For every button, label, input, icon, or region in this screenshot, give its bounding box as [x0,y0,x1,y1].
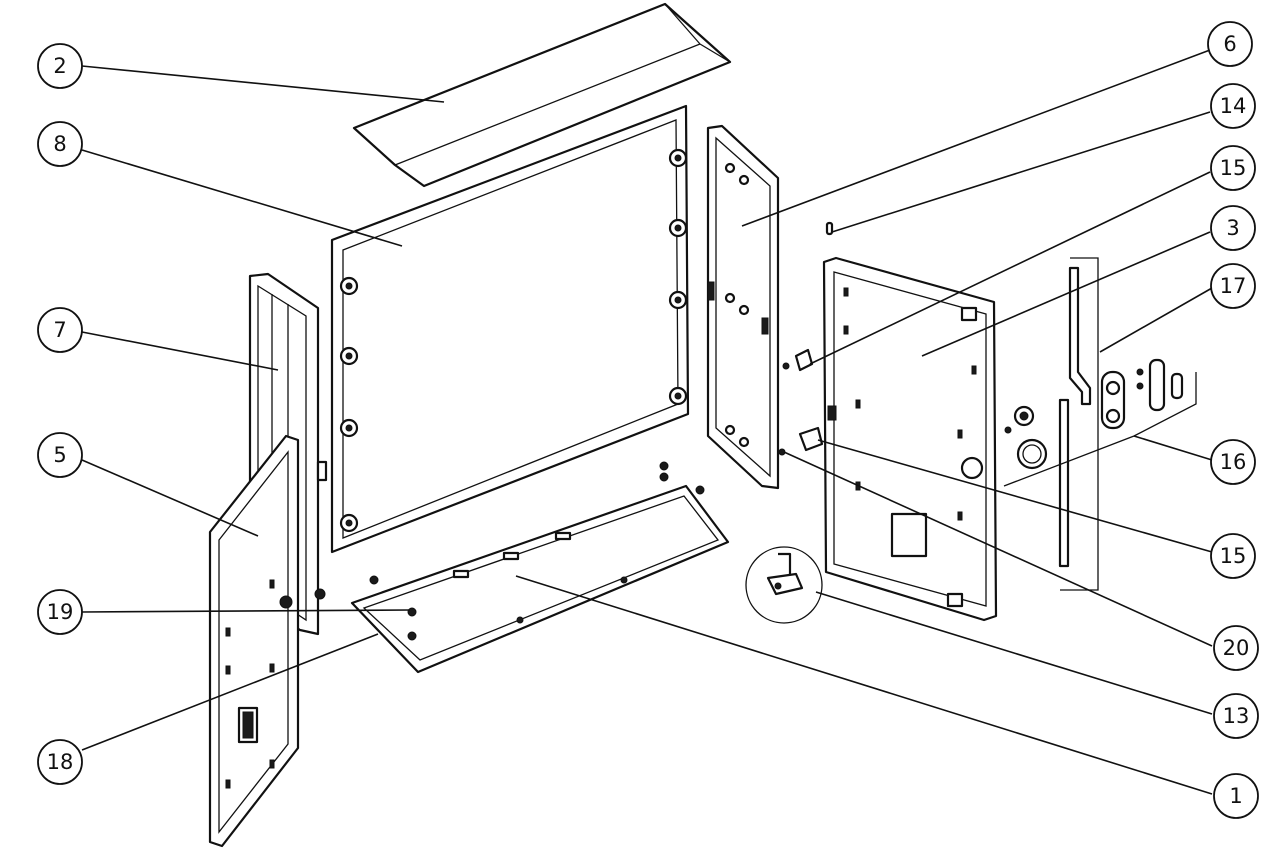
callout-20: 20 [1213,625,1259,671]
callout-5: 5 [37,432,83,478]
leader-lines [81,49,1213,795]
callout-1-label: 1 [1229,784,1242,808]
upper-clip-part [782,348,814,372]
callout-7: 7 [37,307,83,353]
callout-18: 18 [37,739,83,785]
callout-16: 16 [1210,439,1256,485]
hinge-detail-part [745,546,823,624]
door-slots [225,579,275,789]
callout-20-label: 20 [1223,636,1250,660]
callout-8: 8 [37,121,83,167]
callout-balloons: 2 8 7 5 19 18 6 14 15 3 17 16 15 20 13 1 [37,21,1259,819]
right-frame-knobs [724,162,750,448]
callout-13: 13 [1213,693,1259,739]
callout-13-label: 13 [1223,704,1250,728]
callout-14-label: 14 [1220,94,1247,118]
lock-components-group [1003,358,1197,487]
bumper-set [339,148,688,533]
lower-clip-part [798,426,824,452]
locking-rods-group [1058,257,1099,591]
callout-15-lower: 15 [1210,533,1256,579]
rear-panel-part [330,104,690,554]
callout-1: 1 [1213,773,1259,819]
right-door-part [822,256,998,622]
callout-18-label: 18 [47,750,74,774]
callout-19-label: 19 [47,600,74,624]
callout-15-upper-label: 15 [1220,156,1247,180]
callout-19: 19 [37,589,83,635]
callout-5-label: 5 [53,443,66,467]
callout-2: 2 [37,43,83,89]
callout-7-label: 7 [53,318,66,342]
callout-3: 3 [1210,205,1256,251]
callout-15-lower-label: 15 [1220,544,1247,568]
callout-17-label: 17 [1220,274,1247,298]
left-door-part [208,434,300,848]
callout-16-label: 16 [1220,450,1247,474]
roof-cap-part [352,2,732,188]
callout-15-upper: 15 [1210,145,1256,191]
callout-14: 14 [1210,83,1256,129]
callout-17: 17 [1210,263,1256,309]
callout-2-label: 2 [53,54,66,78]
callout-3-label: 3 [1226,216,1239,240]
callout-6: 6 [1207,21,1253,67]
callout-6-label: 6 [1223,32,1236,56]
bottom-base-part [350,461,730,674]
right-side-frame-part [706,124,780,490]
callout-8-label: 8 [53,132,66,156]
small-pin-part [825,221,834,236]
